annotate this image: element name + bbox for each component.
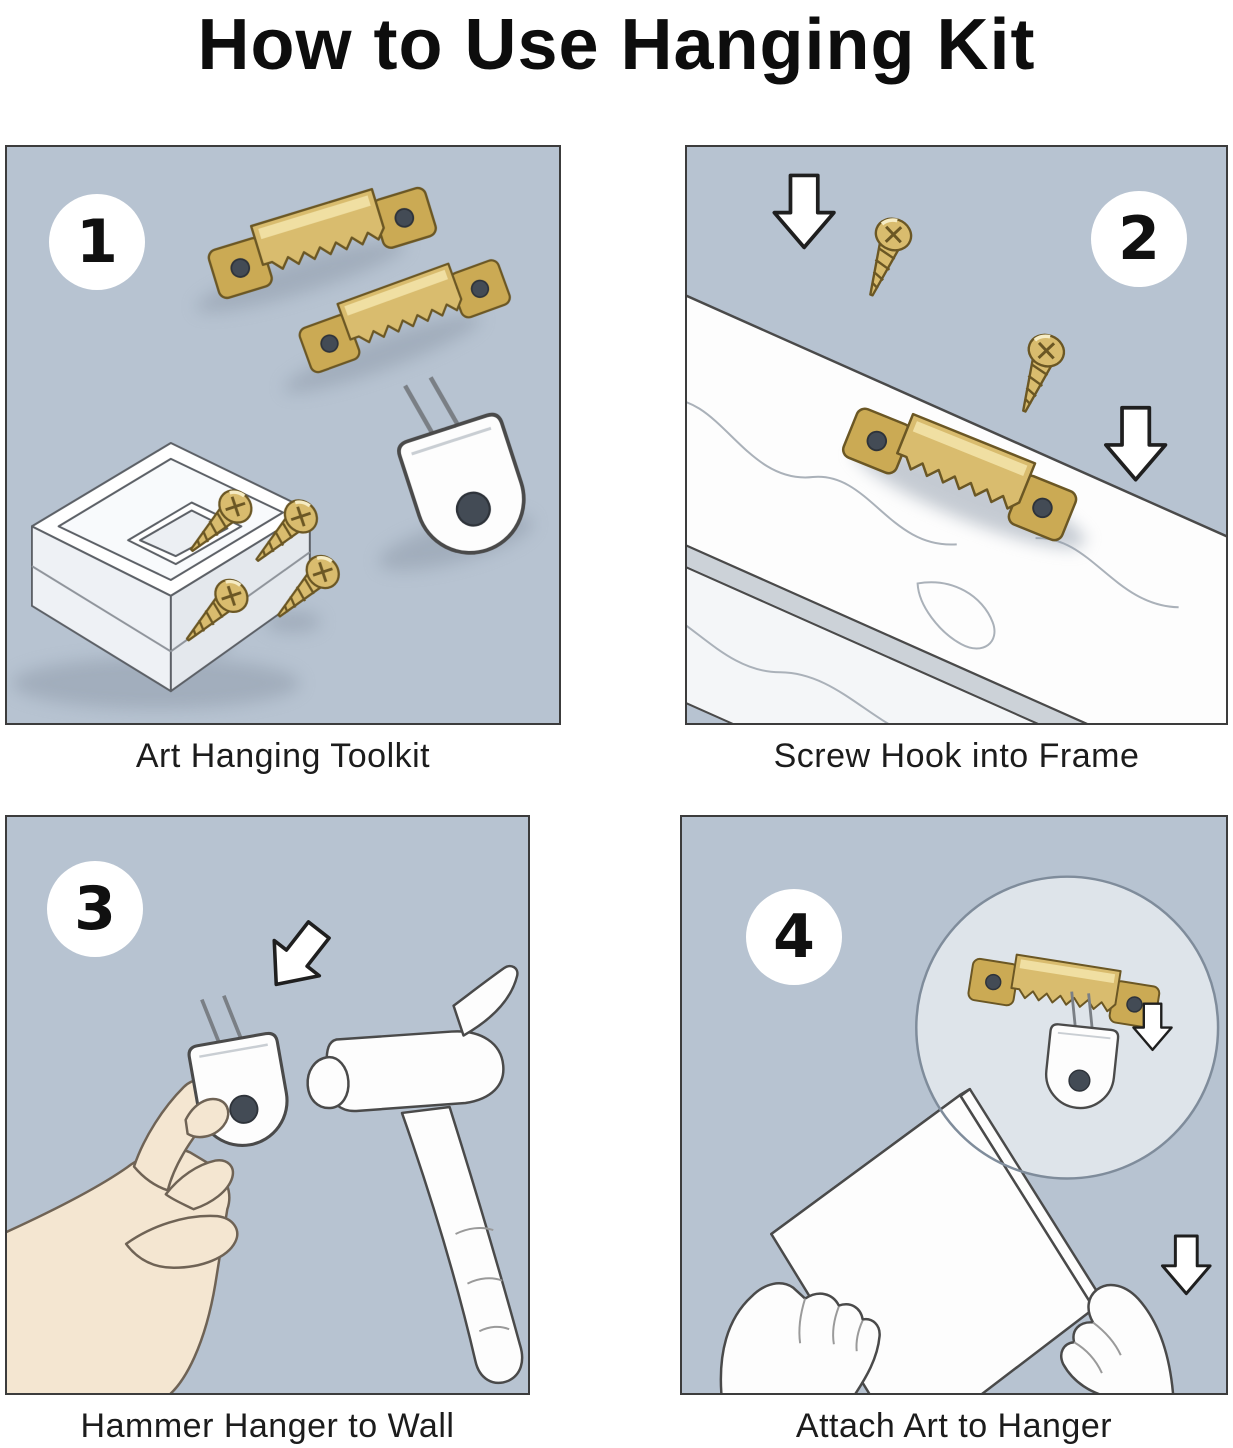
step-4-caption: Attach Art to Hanger	[795, 1407, 1113, 1445]
left-hand	[719, 1282, 881, 1393]
toolkit-illustration	[11, 173, 559, 710]
screw	[1005, 328, 1071, 419]
step-4-panel: 4	[680, 815, 1228, 1395]
storage-box	[30, 441, 311, 693]
step-2-caption: Screw Hook into Frame	[773, 737, 1140, 775]
down-arrow-icon	[772, 173, 836, 250]
fingertip	[184, 1097, 230, 1139]
right-hand	[1060, 1283, 1175, 1393]
step-1-panel: 1	[5, 145, 561, 725]
step-3-panel: 3	[5, 815, 530, 1395]
step-1-number-badge: 1	[49, 194, 145, 290]
down-left-arrow-icon	[251, 910, 344, 1004]
step-1-caption: Art Hanging Toolkit	[135, 737, 431, 775]
step-2-number-badge: 2	[1091, 191, 1187, 287]
hand-holding-hook	[7, 1078, 239, 1393]
hammer-illustration	[7, 910, 524, 1393]
step-3-number-badge: 3	[47, 861, 143, 957]
attach-illustration	[719, 875, 1220, 1393]
step-2-panel: 2	[685, 145, 1228, 725]
hammer	[306, 964, 524, 1385]
zoom-circle-outline	[915, 875, 1220, 1180]
page-title: How to Use Hanging Kit	[197, 5, 1036, 85]
picture-frame-edge	[687, 258, 1226, 723]
step-3-caption: Hammer Hanger to Wall	[80, 1407, 455, 1445]
down-arrow-icon	[1104, 405, 1168, 482]
frame-illustration	[687, 173, 1226, 723]
screw	[852, 212, 918, 303]
step-4-number-badge: 4	[746, 889, 842, 985]
down-arrow-icon	[1160, 1234, 1212, 1296]
